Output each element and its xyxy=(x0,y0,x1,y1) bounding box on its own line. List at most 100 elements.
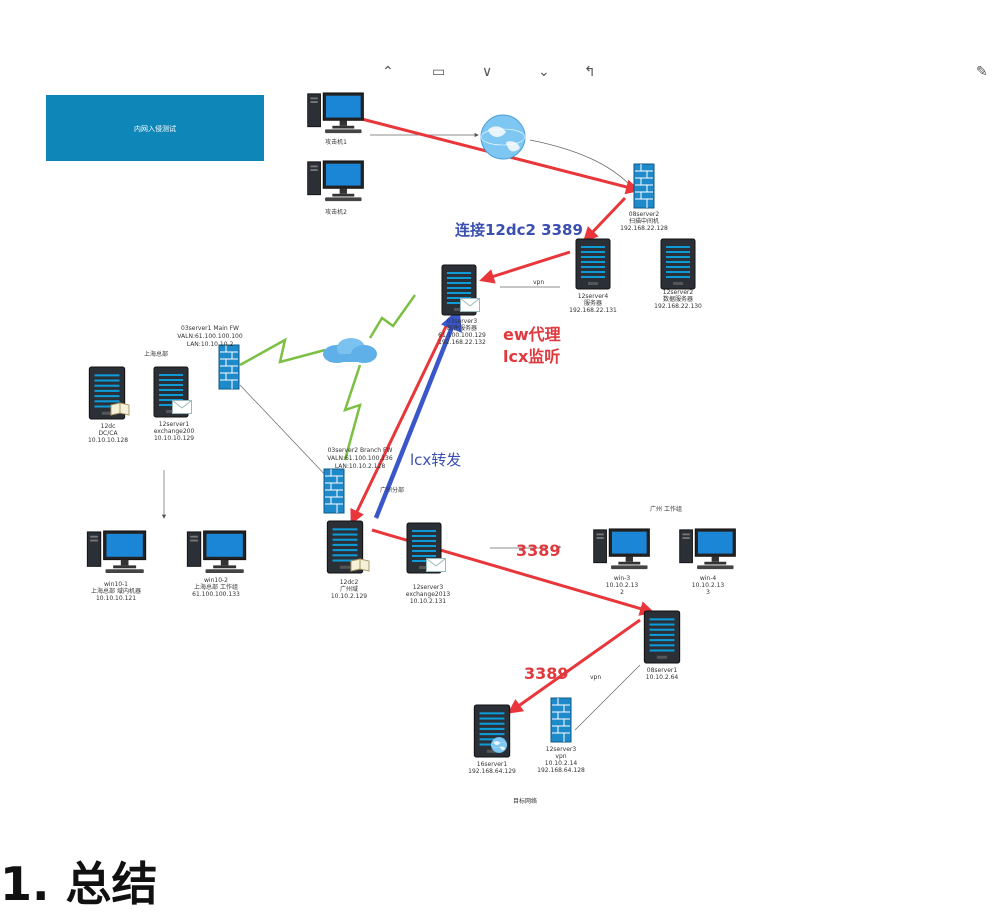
svg-text:192.168.22.128: 192.168.22.128 xyxy=(620,225,668,232)
svg-text:03server3: 03server3 xyxy=(447,318,478,325)
server3-mail: 03server3 邮件服务器 61.100.100.129 192.168.2… xyxy=(438,264,486,346)
blue-arrow-dc2-to-server3 xyxy=(373,307,462,519)
svg-text:3: 3 xyxy=(706,589,710,596)
vpn-label-bottom: vpn xyxy=(590,674,601,681)
svg-text:192.168.22.132: 192.168.22.132 xyxy=(438,339,486,346)
annotation-rdp-mid: 3389 xyxy=(516,541,561,560)
svg-text:10.10.2.131: 10.10.2.131 xyxy=(410,598,446,605)
link-globe-server2 xyxy=(529,139,631,186)
svg-text:08server1: 08server1 xyxy=(647,667,678,674)
thin-links xyxy=(161,132,641,731)
svg-text:12dc2: 12dc2 xyxy=(340,579,359,586)
win-3-workstation: win-3 10.10.2.13 2 xyxy=(593,528,650,596)
red-arrow-server2-to-server4 xyxy=(582,196,627,243)
svg-text:LAN:10.10.10.2: LAN:10.10.10.2 xyxy=(187,341,234,348)
link-fw-main-to-fw-branch xyxy=(239,384,331,481)
svg-text:10.10.10.129: 10.10.10.129 xyxy=(154,435,194,442)
exchange-guangzhou: 12server3 exchange2013 10.10.2.131 xyxy=(406,522,451,605)
svg-text:12server1: 12server1 xyxy=(159,421,190,428)
guangzhou-label: 广州分部 xyxy=(380,486,404,494)
link-vpn-bottom xyxy=(574,664,641,731)
main-firewall: 03server1 Main FW VALN:61.100.100.100 LA… xyxy=(177,325,243,390)
target-server: 16server1 192.168.64.129 xyxy=(468,704,516,775)
svg-text:12server4: 12server4 xyxy=(578,293,609,300)
win10-2-workstation: win10-2 上海总部 工作组 61.100.100.133 xyxy=(186,530,247,598)
svg-text:VALN:61.100.100.100: VALN:61.100.100.100 xyxy=(177,333,243,340)
svg-text:⌄: ⌄ xyxy=(538,64,550,80)
svg-text:⌃: ⌃ xyxy=(382,64,394,80)
svg-text:16server1: 16server1 xyxy=(477,761,508,768)
red-arrow-server4-to-server3 xyxy=(479,250,571,284)
svg-text:12server3: 12server3 xyxy=(413,584,444,591)
dc2-guangzhou: 12dc2 广州域 10.10.2.129 xyxy=(326,520,370,600)
annotation-rdp-mid-star: * xyxy=(558,545,561,552)
lightning-cloud-fw-branch xyxy=(343,364,362,461)
lightning-fw-main-cloud xyxy=(239,337,326,367)
svg-text:DC/CA: DC/CA xyxy=(98,430,118,437)
lcx-forward-path xyxy=(373,307,462,519)
vpn-firewall: 12server3 vpn 10.10.2.14 192.168.64.128 xyxy=(537,697,585,774)
svg-text:上海总部 工作组: 上海总部 工作组 xyxy=(194,583,238,591)
svg-text:扫描中间机: 扫描中间机 xyxy=(629,217,659,225)
server6: 08server1 10.10.2.64 xyxy=(643,610,681,681)
svg-text:2: 2 xyxy=(620,589,624,596)
attacker-2: 攻击机2 xyxy=(307,160,364,216)
svg-text:10.10.10.128: 10.10.10.128 xyxy=(88,437,128,444)
svg-text:∨: ∨ xyxy=(482,64,492,80)
win-4-workstation: win-4 10.10.2.13 3 xyxy=(679,528,736,596)
red-arrow-server3-to-dc2 xyxy=(350,317,452,525)
svg-text:12server3: 12server3 xyxy=(546,746,577,753)
internet-cloud-icon xyxy=(323,338,377,363)
branch-firewall: 03server2 Branch FW VALN:61.100.100.136 … xyxy=(323,447,393,514)
svg-text:上海总部 域内机器: 上海总部 域内机器 xyxy=(91,587,141,595)
annotation-rdp-low: 3389 xyxy=(524,664,569,683)
dc-shanghai: 12dc DC/CA 10.10.10.128 xyxy=(88,366,130,444)
network-topology-diagram: ⌃ ▭ ∨ ⌄ ↰ ✎ 内网入侵测试 xyxy=(46,64,988,805)
svg-text:win-3: win-3 xyxy=(614,575,631,582)
svg-text:08server2: 08server2 xyxy=(629,211,660,218)
svg-text:12server2: 12server2 xyxy=(663,289,694,296)
svg-text:▭: ▭ xyxy=(432,64,445,80)
svg-text:192.168.22.130: 192.168.22.130 xyxy=(654,303,702,310)
vpn-label-top: vpn xyxy=(533,279,544,286)
red-arrow-server6-to-target xyxy=(507,618,641,714)
svg-text:攻击机1: 攻击机1 xyxy=(325,138,347,146)
annotation-ew-proxy: ew代理 xyxy=(503,325,561,344)
svg-text:exchange2013: exchange2013 xyxy=(406,591,451,598)
svg-text:10.10.2.13: 10.10.2.13 xyxy=(606,582,639,589)
svg-text:✎: ✎ xyxy=(976,64,988,80)
svg-text:↰: ↰ xyxy=(584,64,596,80)
svg-text:10.10.2.64: 10.10.2.64 xyxy=(646,674,679,681)
exchange-shanghai: 12server1 exchange200 10.10.10.129 xyxy=(153,366,194,442)
svg-text:192.168.64.128: 192.168.64.128 xyxy=(537,767,585,774)
svg-text:服务器: 服务器 xyxy=(584,299,602,307)
svg-text:10.10.10.121: 10.10.10.121 xyxy=(96,595,136,602)
svg-text:192.168.22.131: 192.168.22.131 xyxy=(569,307,617,314)
svg-text:03server2 Branch FW: 03server2 Branch FW xyxy=(328,447,393,454)
svg-text:win10-2: win10-2 xyxy=(204,577,228,584)
svg-text:10.10.2.14: 10.10.2.14 xyxy=(545,760,578,767)
shanghai-label: 上海总部 xyxy=(144,350,168,358)
svg-text:win10-1: win10-1 xyxy=(104,581,128,588)
annotation-lcx-forward: lcx转发 xyxy=(410,451,461,469)
svg-text:10.10.2.129: 10.10.2.129 xyxy=(331,593,367,600)
svg-text:攻击机2: 攻击机2 xyxy=(325,208,347,216)
section-heading: 1. 总结 xyxy=(0,857,158,911)
toolbar-remnant: ⌃ ▭ ∨ ⌄ ↰ ✎ xyxy=(382,64,988,80)
svg-text:12dc: 12dc xyxy=(101,423,116,430)
svg-text:win-4: win-4 xyxy=(700,575,717,582)
server4: 12server4 服务器 192.168.22.131 xyxy=(569,238,617,314)
svg-text:内网入侵测试: 内网入侵测试 xyxy=(134,124,176,133)
lightning-cloud-server3 xyxy=(368,294,417,339)
internet-globe-icon xyxy=(480,114,526,160)
svg-text:61.100.100.129: 61.100.100.129 xyxy=(438,332,486,339)
annotation-connect-dc2: 连接12dc2 3389 xyxy=(455,221,583,239)
svg-text:10.10.2.13: 10.10.2.13 xyxy=(692,582,725,589)
attack-path-red xyxy=(349,114,655,714)
svg-text:192.168.64.129: 192.168.64.129 xyxy=(468,768,516,775)
annotation-lcx-listen: lcx监听 xyxy=(503,347,560,366)
internet-links xyxy=(239,294,417,461)
svg-text:广州域: 广州域 xyxy=(340,585,358,593)
attacker-1: 攻击机1 xyxy=(307,92,364,146)
svg-text:LAN:10.10.2.128: LAN:10.10.2.128 xyxy=(335,463,386,470)
